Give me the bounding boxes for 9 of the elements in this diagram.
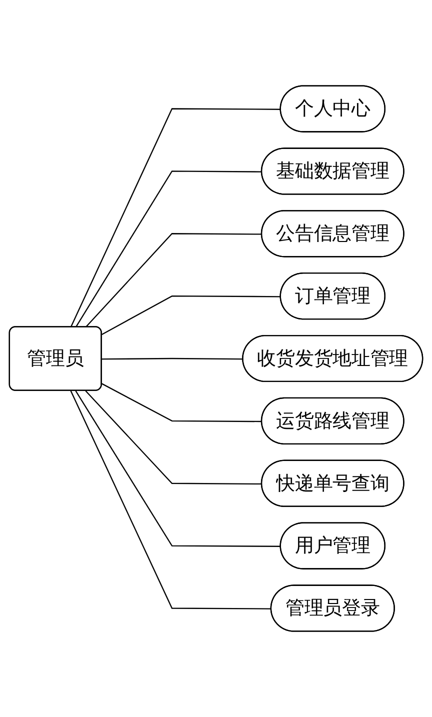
- connector: [70, 108, 281, 328]
- connector: [85, 233, 262, 328]
- connector: [75, 170, 262, 328]
- connector: [102, 358, 244, 360]
- connector: [102, 383, 262, 422]
- connector: [102, 295, 281, 336]
- connector: [70, 390, 272, 610]
- connector: [75, 390, 281, 547]
- connector: [85, 390, 262, 485]
